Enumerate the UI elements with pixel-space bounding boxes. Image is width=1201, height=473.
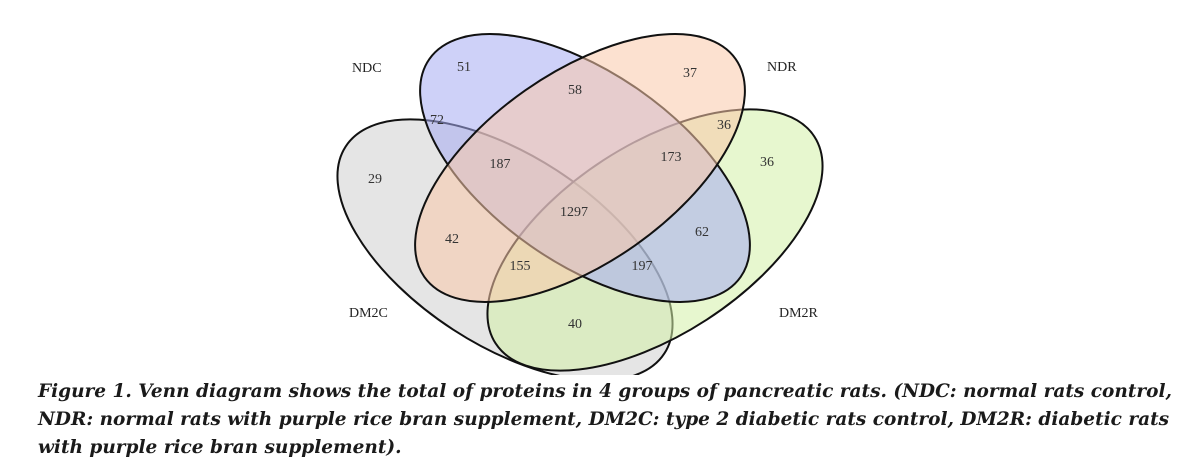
set-label-dm2c: DM2C	[349, 306, 388, 321]
set-label-ndc: NDC	[352, 61, 382, 76]
figure-caption: Figure 1. Venn diagram shows the total o…	[38, 381, 1172, 458]
count-ndc-dm2c: 72	[430, 113, 444, 128]
count-ndc-only: 51	[457, 60, 471, 75]
count-dm2r-only: 36	[760, 155, 774, 170]
set-label-ndr: NDR	[767, 60, 797, 75]
count-all-four: 1297	[560, 205, 588, 220]
count-ndc-dm2c-dm2r: 155	[510, 259, 531, 274]
count-dm2c-only: 29	[368, 172, 382, 187]
count-ndr-only: 37	[683, 66, 697, 81]
count-ndc-ndr-dm2r: 173	[661, 150, 682, 165]
venn-diagram-figure: NDC NDR DM2C DM2R 51 37 29 36 58 72 36 1…	[336, 33, 824, 375]
ellipse-ndr	[414, 33, 746, 303]
venn-diagram: NDC NDR DM2C DM2R 51 37 29 36 58 72 36 1…	[336, 33, 824, 375]
set-label-dm2r: DM2R	[779, 306, 819, 321]
count-dm2c-dm2r: 40	[568, 317, 582, 332]
count-ndc-ndr: 58	[568, 83, 582, 98]
count-ndr-dm2r: 36	[717, 118, 731, 133]
count-ndc-ndr-dm2c: 187	[490, 157, 511, 172]
count-dm2c-ndr: 42	[445, 232, 459, 247]
count-ndc-dm2r: 62	[695, 225, 709, 240]
count-ndr-dm2c-dm2r: 197	[632, 259, 653, 274]
